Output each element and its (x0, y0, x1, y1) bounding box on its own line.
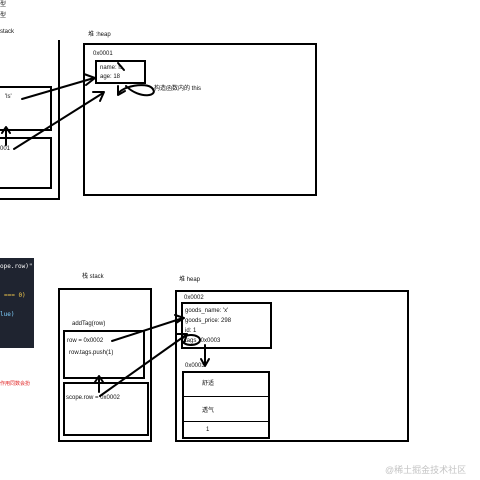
array-item-2: 透气 (202, 408, 215, 414)
note-type-2: 型 (0, 13, 7, 19)
arrow-address-to-object (13, 92, 104, 150)
arrowhead-1 (83, 73, 96, 86)
arrowhead-5 (200, 358, 210, 367)
tags-key: tags (185, 338, 197, 344)
heap-container-1 (83, 43, 317, 196)
goods-id-field: id: 1 (185, 328, 197, 334)
array-address: 0x0003 (185, 363, 205, 369)
stack-frame-name: addTag(row) (72, 321, 106, 327)
stack-arrowhead-up-2 (94, 375, 104, 383)
this-note: 构造函数内的 this (154, 86, 202, 92)
stack-frame-1a (0, 86, 52, 131)
scope-row-value: scope.row = 0x0002 (66, 395, 120, 401)
goods-price-field: goods_price: 298 (185, 318, 232, 324)
code-snippet: ope.row)" === 0) lue) (0, 258, 34, 348)
red-note: 作用同数会扮 (0, 381, 31, 387)
code-line-1: ope.row)" (0, 263, 33, 270)
arrowhead-3 (174, 314, 185, 324)
tags-value: :0x0003 (199, 338, 221, 344)
array-item-3: 1 (206, 427, 210, 433)
goods-object-box (181, 302, 272, 349)
stack-frame-1b (0, 137, 52, 189)
array-divider-1 (182, 396, 270, 397)
heap-container-2 (175, 290, 409, 442)
heap-label-2: 堆 heap (179, 277, 201, 283)
arrowhead-4 (176, 333, 188, 344)
object-box-1 (95, 60, 146, 84)
arrowhead-2 (92, 91, 105, 102)
tags-circle (181, 334, 201, 346)
arrow-scope-to-goods (99, 334, 187, 397)
object-field-age: age: 18 (100, 74, 121, 80)
stack-label-1: stack (0, 29, 15, 35)
stack-label-2: 栈 stack (82, 274, 104, 280)
array-box (182, 371, 270, 439)
code-line-3: lue) (0, 311, 15, 318)
goods-name-field: goods_name: 'x' (185, 308, 229, 314)
stack-arrowhead-up-1 (1, 126, 11, 134)
watermark: @稀土掘金技术社区 (385, 465, 467, 475)
stack-value-address: 001 (0, 146, 11, 152)
object-field-name: name: ls (100, 65, 123, 71)
note-type-1: 型 (0, 2, 7, 8)
arrow-row-to-goods (111, 317, 184, 342)
frame-line-push: row.tags.push(1) (69, 350, 114, 356)
heap-address-2: 0x0002 (184, 295, 204, 301)
stack-container-2 (58, 288, 152, 442)
stack-value-ls: 'ls' (5, 94, 12, 100)
strike-mark (117, 62, 125, 71)
stack-frame-scope (63, 382, 149, 436)
heap-address-1: 0x0001 (93, 51, 113, 57)
code-line-2: === 0) (4, 292, 26, 299)
this-arrowhead (117, 85, 126, 96)
this-loop (117, 84, 155, 97)
heap-label-1: 堆 :heap (88, 32, 111, 38)
arrow-stack-to-object (21, 77, 95, 100)
array-divider-2 (182, 421, 270, 422)
frame-line-row: row = 0x0002 (67, 338, 104, 344)
stack-frame-add-tag (63, 330, 145, 379)
array-item-1: 舒适 (202, 381, 215, 387)
